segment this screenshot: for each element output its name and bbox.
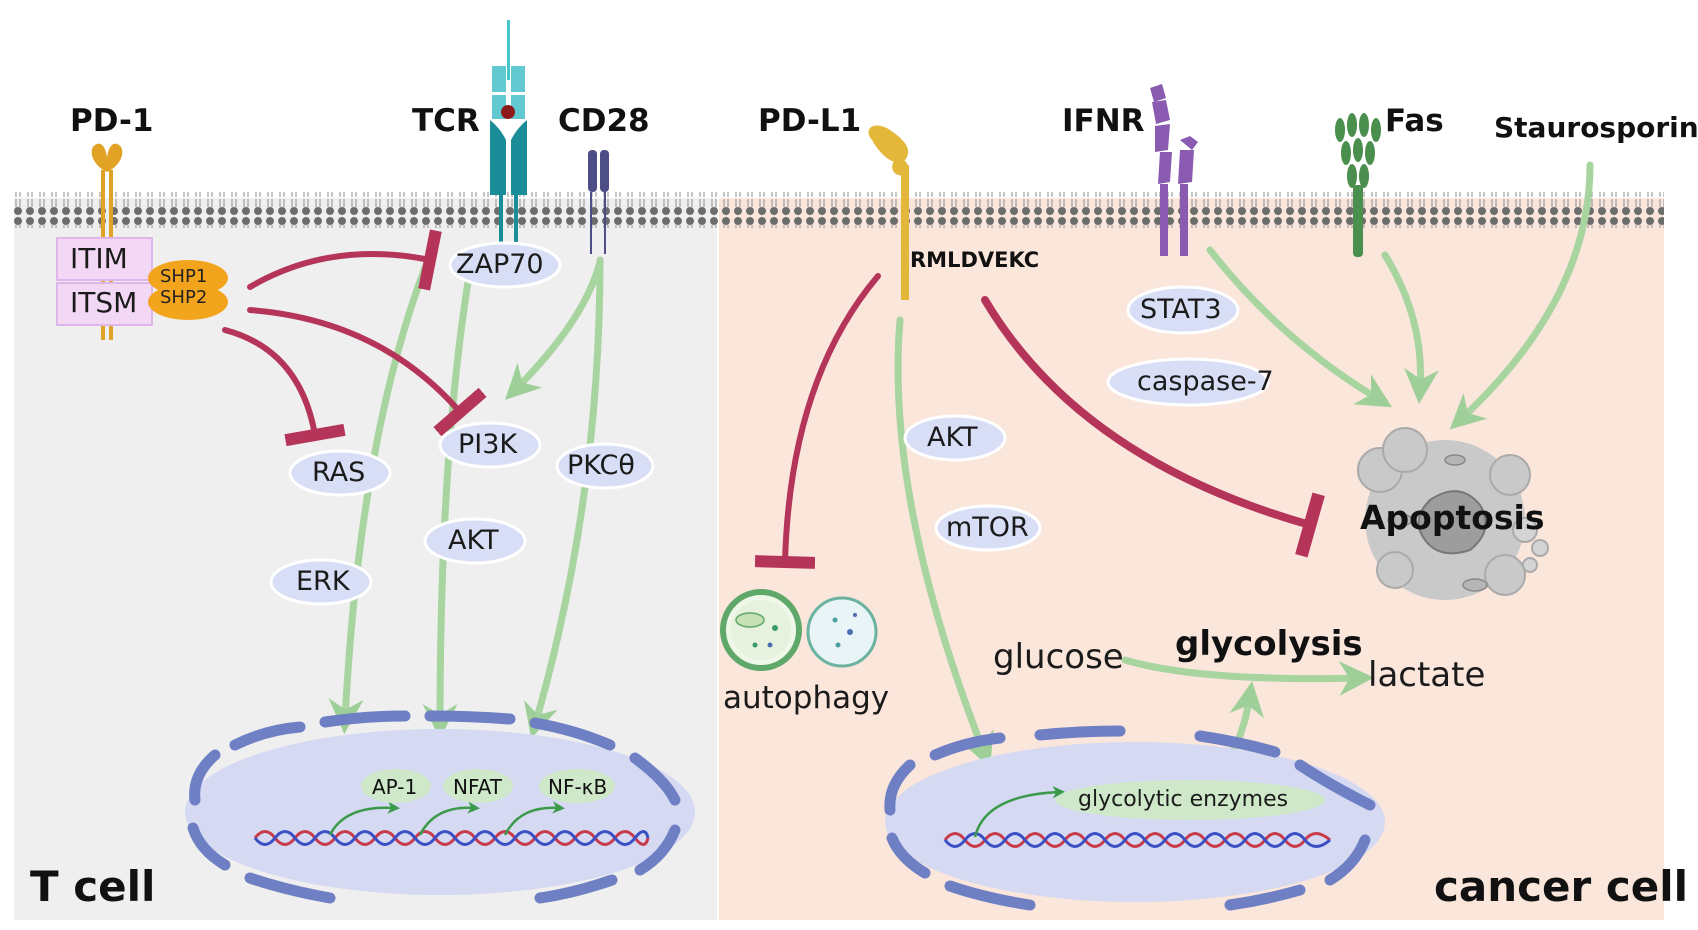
fas-receptor-icon [1335,113,1381,257]
caspase7-label: caspase-7 [1137,366,1274,397]
akt-label-tcell: AKT [448,525,499,556]
tcell-label: T cell [30,862,156,911]
cd28-receptor-icon [588,150,609,254]
pi3k-node [438,421,542,469]
staurosporine-label: Staurosporine [1494,111,1698,144]
pkc-label: PKCθ [567,450,635,481]
itsm-label: ITSM [70,286,138,319]
tcr-receptor-icon [490,20,527,245]
pdl1-receptor-icon [868,125,909,300]
itsm-box [56,282,153,326]
pd1-label: PD-1 [70,103,154,139]
cd28-label: CD28 [558,103,650,139]
glycolytic-enzymes-label: glycolytic enzymes [1078,787,1289,812]
itim-box [56,237,153,281]
mtor-node [934,504,1042,552]
caspase7-node [1106,357,1270,407]
mtor-label: mTOR [946,512,1029,543]
pdl1-label: PD-L1 [758,103,862,139]
ifnr-label: IFNR [1062,103,1145,139]
shp1-label: SHP1 [160,266,208,287]
ap1-node [361,769,431,803]
cell-membrane [14,192,1664,228]
stat3-node [1126,285,1240,335]
fas-label: Fas [1385,103,1444,139]
glycolytic-enzymes-node [1055,780,1325,820]
akt-label-cancer: AKT [927,422,978,453]
apoptosis-icon [1357,427,1549,600]
cancer-inhibition-arrows [754,273,1325,569]
akt-node-cancer [903,414,1007,462]
motif-label: RMLDVEKC [910,248,1040,272]
cancer-nucleus [884,725,1385,911]
autophagy-label: autophagy [723,680,890,716]
akt-node-tcell [423,517,527,565]
ifnr-receptor-icon [1150,84,1198,256]
tcell-inhibition-arrows [222,229,487,447]
cancer-cell-label: cancer cell [1434,862,1689,911]
zap70-label: ZAP70 [456,249,544,280]
ras-node [288,449,392,497]
stat3-label: STAT3 [1140,294,1222,325]
nfkb-node [539,769,615,803]
erk-node [269,558,373,606]
erk-label: ERK [296,566,350,597]
nfat-node [443,769,513,803]
autophagy-icon [720,589,878,671]
shp2-label: SHP2 [160,287,208,308]
itim-label: ITIM [70,242,128,275]
apoptosis-label: Apoptosis [1360,498,1545,537]
nfat-label: NFAT [453,775,502,799]
nfkb-label: NF-κB [548,775,608,799]
tcr-label: TCR [412,103,480,139]
lactate-label: lactate [1368,655,1486,695]
pkc-node [555,442,655,490]
zap70-node [448,241,562,289]
ap1-label: AP-1 [372,775,418,799]
pi3k-label: PI3K [458,429,518,460]
shp2-node [148,284,228,320]
glycolysis-label: glycolysis [1175,624,1363,664]
glucose-label: glucose [993,637,1124,677]
ras-label: RAS [312,457,366,488]
